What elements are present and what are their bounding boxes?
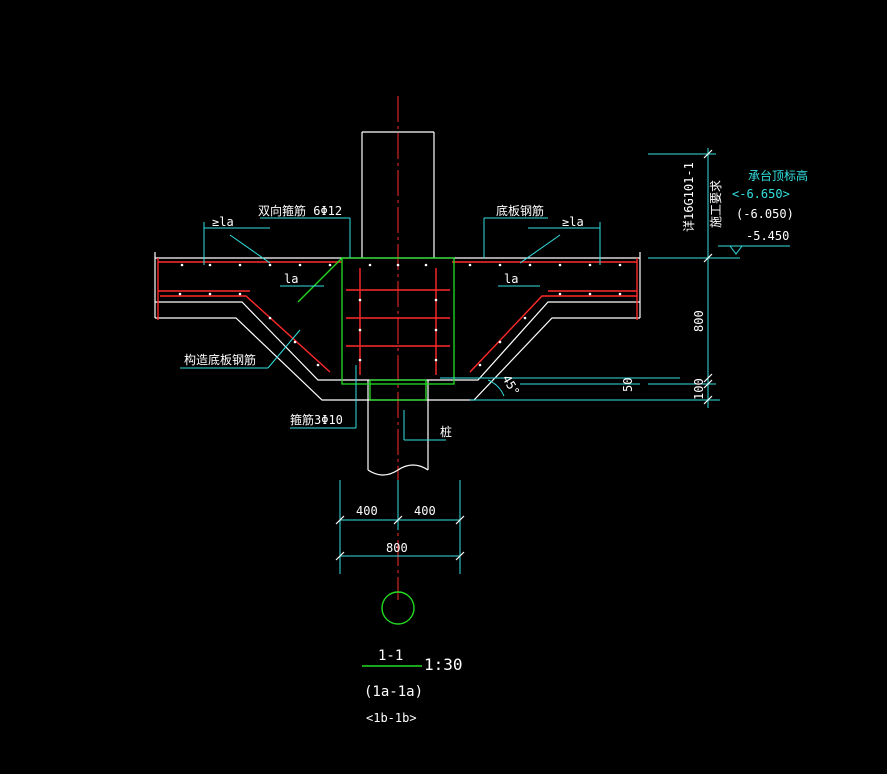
section-title: 1-1 [378, 648, 403, 664]
atlas-reference: 详16G101-1 [681, 162, 696, 232]
label-la-left-bottom: la [284, 272, 298, 286]
rebar-lines [157, 258, 638, 375]
elevation-1: <-6.650> [732, 187, 790, 201]
label-constr-bottom-rebar: 构造底板钢筋 [184, 352, 256, 367]
column [361, 131, 435, 258]
section-scale: 1:30 [424, 655, 463, 674]
dim-bottom-left-400: 400 [356, 504, 378, 518]
dim-bottom-total-800: 800 [386, 541, 408, 555]
elevation-2: (-6.050) [736, 207, 794, 221]
dim-right-100: 100 [692, 378, 706, 400]
pile-shape [367, 380, 429, 476]
stirrup-lines [297, 257, 455, 401]
label-la-right-bottom: la [504, 272, 518, 286]
label-la-right-top: ≥la [562, 215, 584, 229]
label-stirrup-3: 箍筋3Φ10 [290, 412, 343, 427]
axis-bubble [381, 591, 415, 625]
atlas-reference-2: 施工要求 [709, 180, 723, 228]
cap-top-elevation-title: 承台顶标高 [748, 168, 808, 183]
label-pile: 桩 [440, 424, 452, 439]
dimension-ticks [335, 149, 713, 561]
dim-bottom-right-400: 400 [414, 504, 436, 518]
section-sub1: (1a-1a) [364, 684, 423, 700]
label-la-left-top: ≥la [212, 215, 234, 229]
rebar-dots [178, 263, 622, 367]
label-stirrup-two-way: 双向箍筋 6Φ12 [258, 203, 342, 218]
label-bottom-rebar: 底板钢筋 [496, 203, 544, 218]
dim-right-50: 50 [621, 378, 635, 392]
dim-right-800: 800 [692, 310, 706, 332]
elevation-3: -5.450 [746, 229, 789, 243]
section-sub2: <1b-1b> [366, 711, 417, 725]
dimension-lines [180, 148, 790, 574]
